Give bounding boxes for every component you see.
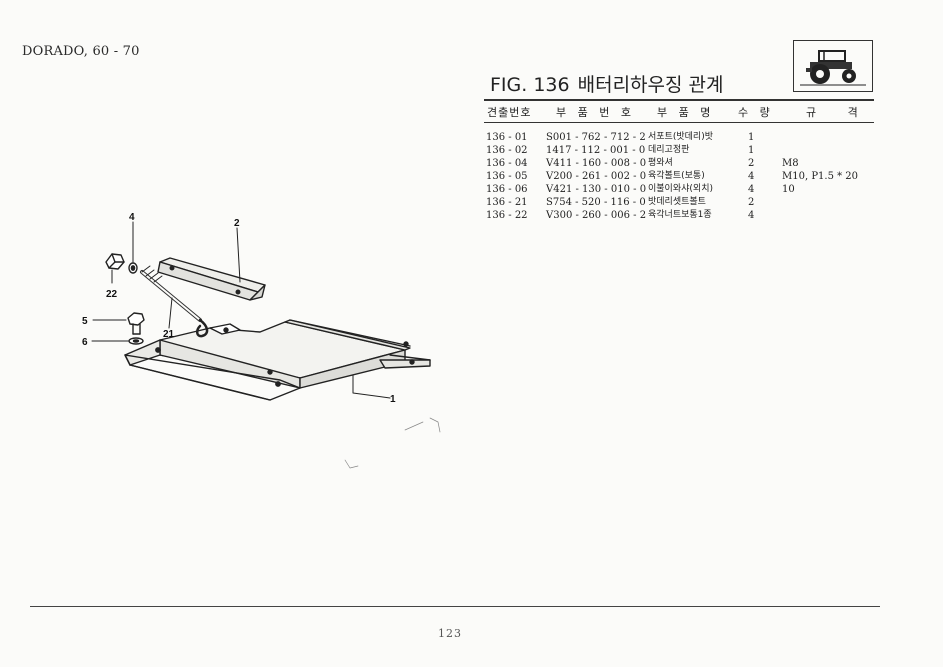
table-row: 136 - 02 1417 - 112 - 001 - 0 데리고정판 1 [486,144,872,157]
cell-part-name: 데리고정판 [648,145,690,155]
cell-part-number: 1417 - 112 - 001 - 0 [546,145,646,156]
table-row: 136 - 04 V411 - 160 - 008 - 0 평와셔 2 M8 [486,157,872,170]
tractor-drawing [800,50,866,86]
battery-housing-drawing: 2 4 22 5 6 21 1 [82,212,441,469]
scan-marks [344,417,441,469]
callout-5: 5 [82,316,88,327]
column-header-part-name: 부 품 명 [657,106,715,119]
column-header-index-no: 견출번호 [487,106,532,119]
cell-part-name: 밧데리셋트볼트 [648,197,706,207]
exploded-parts-diagram: 2 4 22 5 6 21 1 [75,205,455,490]
cell-spec: 10 [782,184,795,195]
cell-spec [782,209,872,222]
callout-1: 1 [390,394,396,405]
cell-spec [782,144,872,157]
page-number: 123 [438,627,462,640]
hex-bolt-and-lock-washer [127,312,145,345]
cell-part-number: S001 - 762 - 712 - 2 [546,132,646,143]
cell-quantity: 2 [748,158,755,169]
table-row: 136 - 21 S754 - 520 - 116 - 0 밧데리셋트볼트 2 [486,196,872,209]
cell-index-no: 136 - 04 [486,158,528,169]
cell-part-name: 육각너트보통1종 [648,210,712,220]
cell-part-name: 육각볼트(보통) [648,171,705,181]
callout-6: 6 [82,337,88,348]
column-header-quantity: 수 량 [738,106,774,119]
hex-nut-and-washer [105,253,138,274]
cell-part-number: V411 - 160 - 008 - 0 [546,158,647,169]
battery-set-bolt [140,265,209,338]
figure-name: 배터리하우징 관계 [577,74,724,96]
tractor-icon [793,40,873,92]
cell-quantity: 1 [748,145,755,156]
figure-title: FIG. 136 배터리하우징 관계 [490,70,724,97]
cell-part-name: 이불이와샤(외치) [648,184,713,194]
column-header-part-number: 부 품 번 호 [556,106,635,119]
header-top-rule [484,99,874,101]
cell-part-number: S754 - 520 - 116 - 0 [546,197,646,208]
cell-part-number: V421 - 130 - 010 - 0 [546,184,647,195]
column-header-spec: 규 격 [806,106,872,119]
cell-spec: M10, P1.5 * 20 [782,171,859,182]
cell-part-name: 평와셔 [648,158,673,168]
callout-4: 4 [129,212,135,223]
table-row: 136 - 05 V200 - 261 - 002 - 0 육각볼트(보통) 4… [486,170,872,183]
cell-spec [782,196,872,209]
cell-spec [782,131,872,144]
cell-quantity: 1 [748,132,755,143]
cell-index-no: 136 - 05 [486,171,528,182]
cell-part-number: V300 - 260 - 006 - 2 [546,210,647,221]
cell-quantity: 4 [748,210,755,221]
cell-index-no: 136 - 21 [486,197,528,208]
cell-index-no: 136 - 06 [486,184,528,195]
callout-21: 21 [163,329,175,340]
cell-quantity: 2 [748,197,755,208]
battery-tray [124,319,431,401]
callout-2: 2 [234,218,240,229]
battery-fixing-plate [157,257,266,301]
table-row: 136 - 01 S001 - 762 - 712 - 2 서포트(밧데리)밧 … [486,131,872,144]
cell-quantity: 4 [748,171,755,182]
footer-rule [30,606,880,607]
model-name: DORADO, 60 - 70 [22,44,140,59]
table-row: 136 - 06 V421 - 130 - 010 - 0 이불이와샤(외치) … [486,183,872,196]
parts-table: 136 - 01 S001 - 762 - 712 - 2 서포트(밧데리)밧 … [486,131,872,222]
cell-quantity: 4 [748,184,755,195]
cell-index-no: 136 - 02 [486,145,528,156]
cell-part-name: 서포트(밧데리)밧 [648,132,713,142]
callout-22: 22 [106,289,118,300]
callout-leaders [91,221,391,399]
cell-part-number: V200 - 261 - 002 - 0 [546,171,647,182]
cell-spec: M8 [782,158,799,169]
table-row: 136 - 22 V300 - 260 - 006 - 2 육각너트보통1종 4 [486,209,872,222]
header-bottom-rule [484,122,874,123]
cell-index-no: 136 - 22 [486,210,528,221]
cell-index-no: 136 - 01 [486,132,528,143]
figure-number: FIG. 136 [490,74,570,96]
